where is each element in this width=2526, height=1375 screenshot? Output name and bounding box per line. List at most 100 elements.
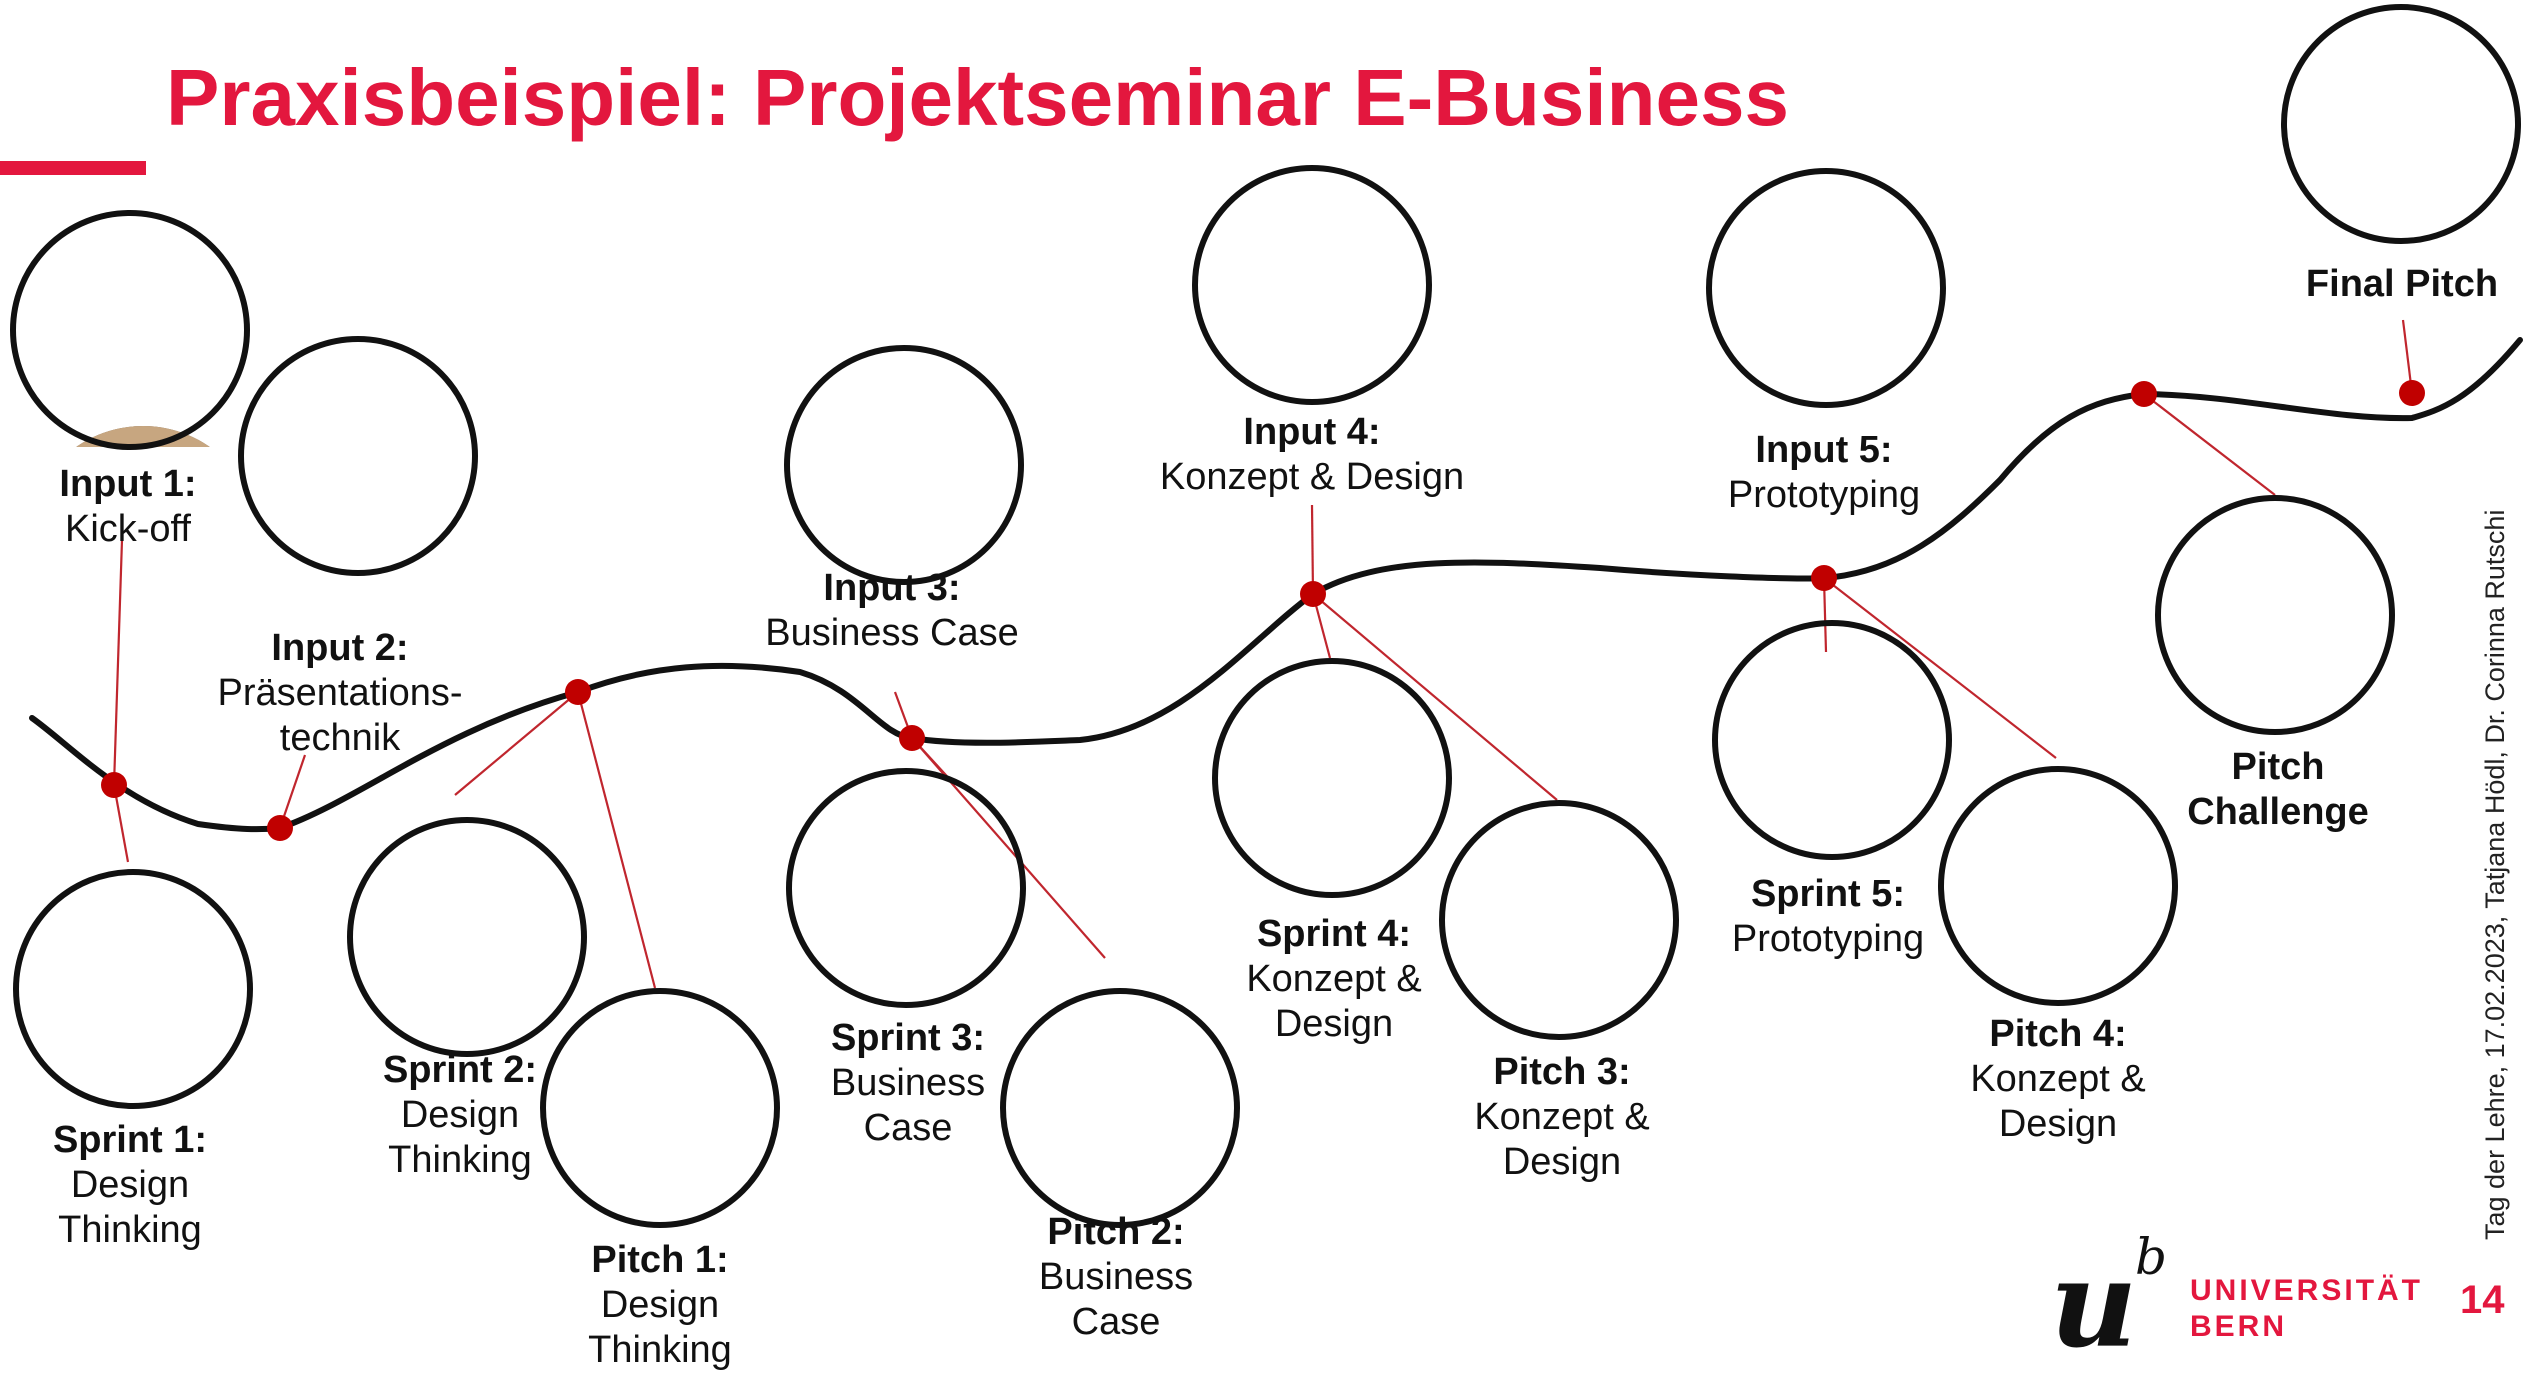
photo-final: [2281, 4, 2521, 244]
photo-frame: [238, 336, 478, 576]
label-pitch2: Pitch 2: Business Case: [926, 1210, 1306, 1345]
logo-line-2: BERN: [2190, 1310, 2288, 1343]
label-final-pitch: Final Pitch: [2212, 262, 2526, 307]
label-line: Konzept &: [1970, 1058, 2146, 1100]
label-pitch3: Pitch 3: Konzept & Design: [1372, 1050, 1752, 1185]
milestone-dot: [2131, 381, 2157, 407]
title-underline: [0, 161, 146, 175]
label-line: Konzept &: [1474, 1096, 1650, 1138]
photo-frame: [2281, 4, 2521, 244]
photo-sprint4: [1212, 658, 1452, 898]
label-line: Thinking: [388, 1139, 532, 1181]
label-line: Prototyping: [1727, 474, 1921, 516]
label-title: Sprint 5:: [1750, 873, 1906, 915]
photo-frame: [1706, 168, 1946, 408]
milestone-dot: [267, 815, 293, 841]
university-logo-mark-superscript: b: [2135, 1228, 2168, 1286]
label-line: Design: [70, 1164, 190, 1206]
label-title: Sprint 1:: [52, 1119, 208, 1161]
label-line: Konzept & Design: [1159, 456, 1465, 498]
photo-input3: [784, 345, 1024, 585]
photo-sprint3: [786, 768, 1026, 1008]
photo-input4: [1192, 165, 1432, 405]
photo-pitch4: [1938, 766, 2178, 1006]
label-title: Pitch 2:: [1047, 1211, 1185, 1253]
label-line: Challenge: [2187, 791, 2369, 833]
timeline-path: [29, 337, 2523, 833]
photo-frame: [2155, 495, 2395, 735]
university-logo-text: UNIVERSITÄT BERN: [2190, 1273, 2423, 1345]
label-sprint1: Sprint 1: Design Thinking: [0, 1118, 320, 1253]
photo-pitch1: [540, 988, 780, 1228]
photo-sprint1: [13, 869, 253, 1109]
photo-input5: [1706, 168, 1946, 408]
label-sprint4: Sprint 4: Konzept & Design: [1144, 912, 1524, 1047]
label-line: Design: [1502, 1141, 1622, 1183]
photo-frame: [1938, 766, 2178, 1006]
label-sprint2: Sprint 2: Design Thinking: [270, 1048, 650, 1183]
label-line: Design: [600, 1284, 720, 1326]
label-sprint5: Sprint 5: Prototyping: [1638, 872, 2018, 962]
label-title: Input 1:: [59, 463, 197, 505]
label-input5: Input 5: Prototyping: [1634, 428, 2014, 518]
label-title: Sprint 4:: [1256, 913, 1412, 955]
label-line: Design: [1998, 1103, 2118, 1145]
label-line: Thinking: [58, 1209, 202, 1251]
label-pitch4: Pitch 4: Konzept & Design: [1868, 1012, 2248, 1147]
label-title: Pitch 4:: [1989, 1013, 2127, 1055]
photo-pitchc: [2155, 495, 2395, 735]
label-pitch1: Pitch 1: Design Thinking: [470, 1238, 850, 1373]
label-title: Input 4:: [1243, 411, 1381, 453]
label-line: Business: [830, 1062, 986, 1104]
photo-pitch2: [1000, 988, 1240, 1228]
label-input2: Input 2: Präsentations- technik: [150, 626, 530, 761]
connector-lines: [112, 319, 2414, 989]
label-title: Sprint 3:: [830, 1017, 986, 1059]
label-line: Präsentations-: [217, 672, 463, 714]
label-input3: Input 3: Business Case: [702, 566, 1082, 656]
milestone-dot: [1300, 581, 1326, 607]
page-title: Praxisbeispiel: Projektseminar E-Busines…: [166, 53, 1789, 142]
label-line: Konzept &: [1246, 958, 1422, 1000]
label-input1: Input 1: Kick-off: [0, 462, 318, 552]
milestone-dot: [2399, 380, 2425, 406]
label-title: Input 3:: [823, 567, 961, 609]
milestone-dot: [565, 679, 591, 705]
photo-frame: [10, 210, 250, 450]
label-input4: Input 4: Konzept & Design: [1122, 410, 1502, 500]
milestone-dot: [101, 772, 127, 798]
photo-circles: [10, 4, 2521, 1228]
label-line: Kick-off: [64, 508, 191, 550]
label-title: Final Pitch: [2305, 263, 2499, 305]
photo-input1: [10, 210, 250, 450]
label-line: Business Case: [765, 612, 1019, 654]
university-logo-mark: u: [2050, 1234, 2138, 1375]
photo-pitch3: [1439, 800, 1679, 1040]
label-title: Pitch 3:: [1493, 1051, 1631, 1093]
milestone-dot: [1811, 565, 1837, 591]
photo-frame: [540, 988, 780, 1228]
photo-frame: [1712, 620, 1952, 860]
photo-sprint2: [347, 817, 587, 1057]
photo-frame: [786, 768, 1026, 1008]
label-sprint3: Sprint 3: Business Case: [718, 1016, 1098, 1151]
label-title: Pitch: [2231, 746, 2325, 788]
label-title: Input 2:: [271, 627, 409, 669]
photo-frame: [13, 869, 253, 1109]
photo-frame: [784, 345, 1024, 585]
label-line: Business: [1038, 1256, 1194, 1298]
label-title: Sprint 2:: [382, 1049, 538, 1091]
photo-frame: [1439, 800, 1679, 1040]
milestone-dots: [101, 380, 2425, 841]
photo-sprint5: [1712, 620, 1952, 860]
side-note: Tag der Lehre, 17.02.2023, Tatjana Hödl,…: [2480, 509, 2510, 1240]
photo-frame: [1192, 165, 1432, 405]
label-pitch-challenge: Pitch Challenge: [2088, 745, 2468, 835]
label-line: Case: [863, 1107, 953, 1149]
page-number: 14: [2460, 1278, 2505, 1322]
label-line: Prototyping: [1731, 918, 1925, 960]
milestone-dot: [899, 725, 925, 751]
label-line: Thinking: [588, 1329, 732, 1371]
logo-line-1: UNIVERSITÄT: [2190, 1274, 2424, 1307]
